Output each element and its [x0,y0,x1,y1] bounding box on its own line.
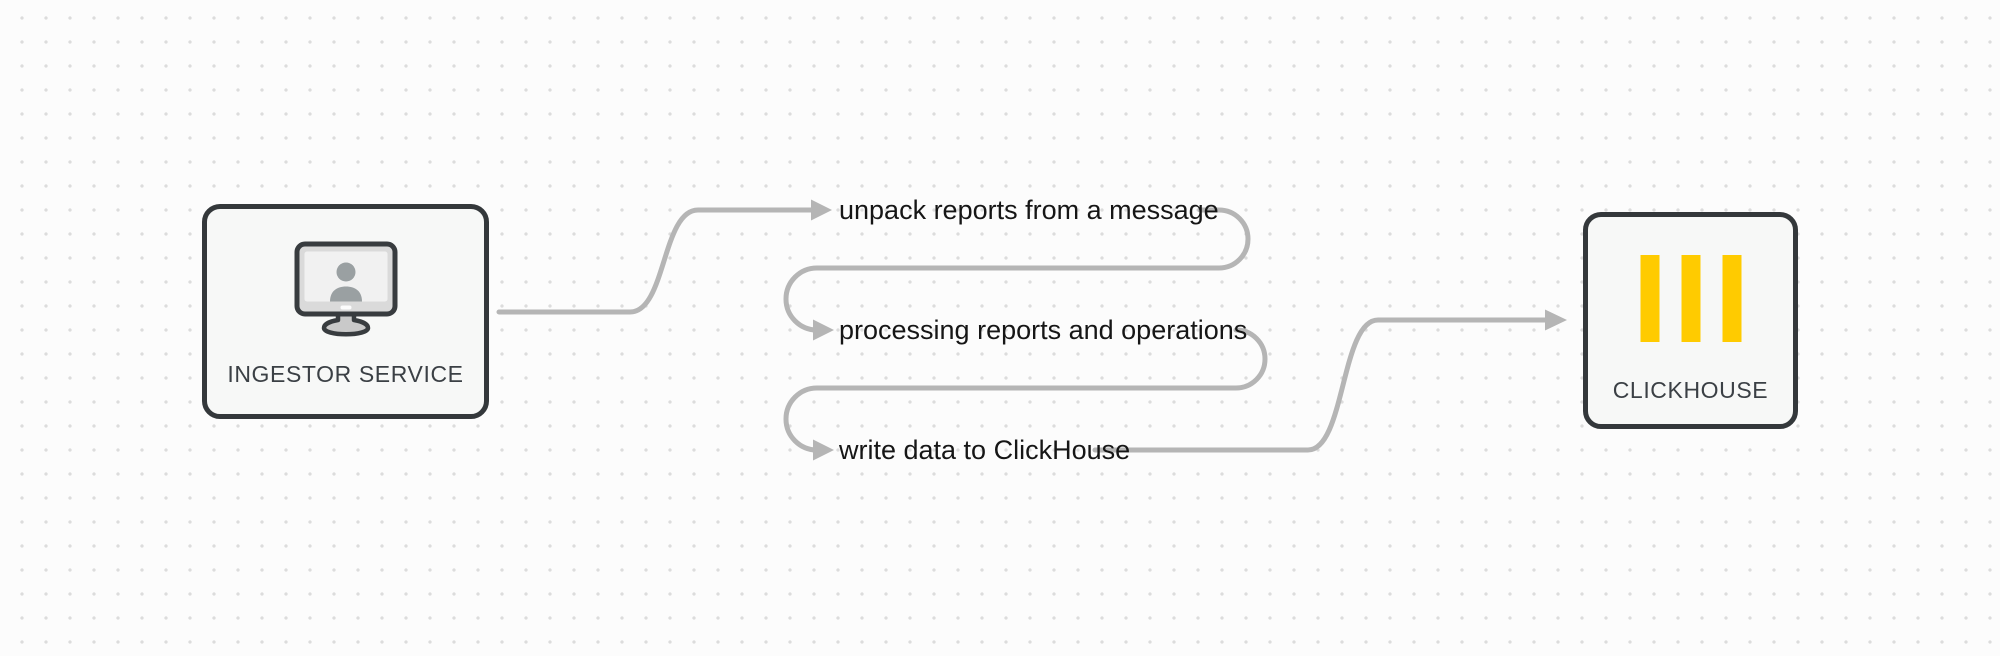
node-label-ingestor-service: INGESTOR SERVICE [227,361,464,387]
connector-ingestor-to-step1 [496,207,814,315]
arrowhead-step3-icon [813,439,834,461]
node-clickhouse: CLICKHOUSE [1583,212,1798,429]
clickhouse-bar [1640,255,1659,342]
connector-step1-to-step2 [783,207,1251,333]
clickhouse-bar [1722,255,1741,342]
step-label-unpack-reports: unpack reports from a message [839,195,1219,225]
connector-step3-to-clickhouse [1092,317,1548,453]
clickhouse-bars-icon [1640,255,1741,342]
node-ingestor-service: INGESTOR SERVICE [202,204,489,419]
monitor-user-icon [294,241,397,337]
step-label-processing-reports: processing reports and operations [839,315,1248,345]
arrowhead-clickhouse-icon [1545,309,1567,331]
clickhouse-bar [1681,255,1700,342]
connector-step2-to-step3 [783,327,1268,453]
arrowhead-step1-icon [811,199,832,221]
node-label-clickhouse: CLICKHOUSE [1612,377,1769,403]
step-label-write-data: write data to ClickHouse [839,435,1131,465]
arrowhead-step2-icon [813,319,834,341]
